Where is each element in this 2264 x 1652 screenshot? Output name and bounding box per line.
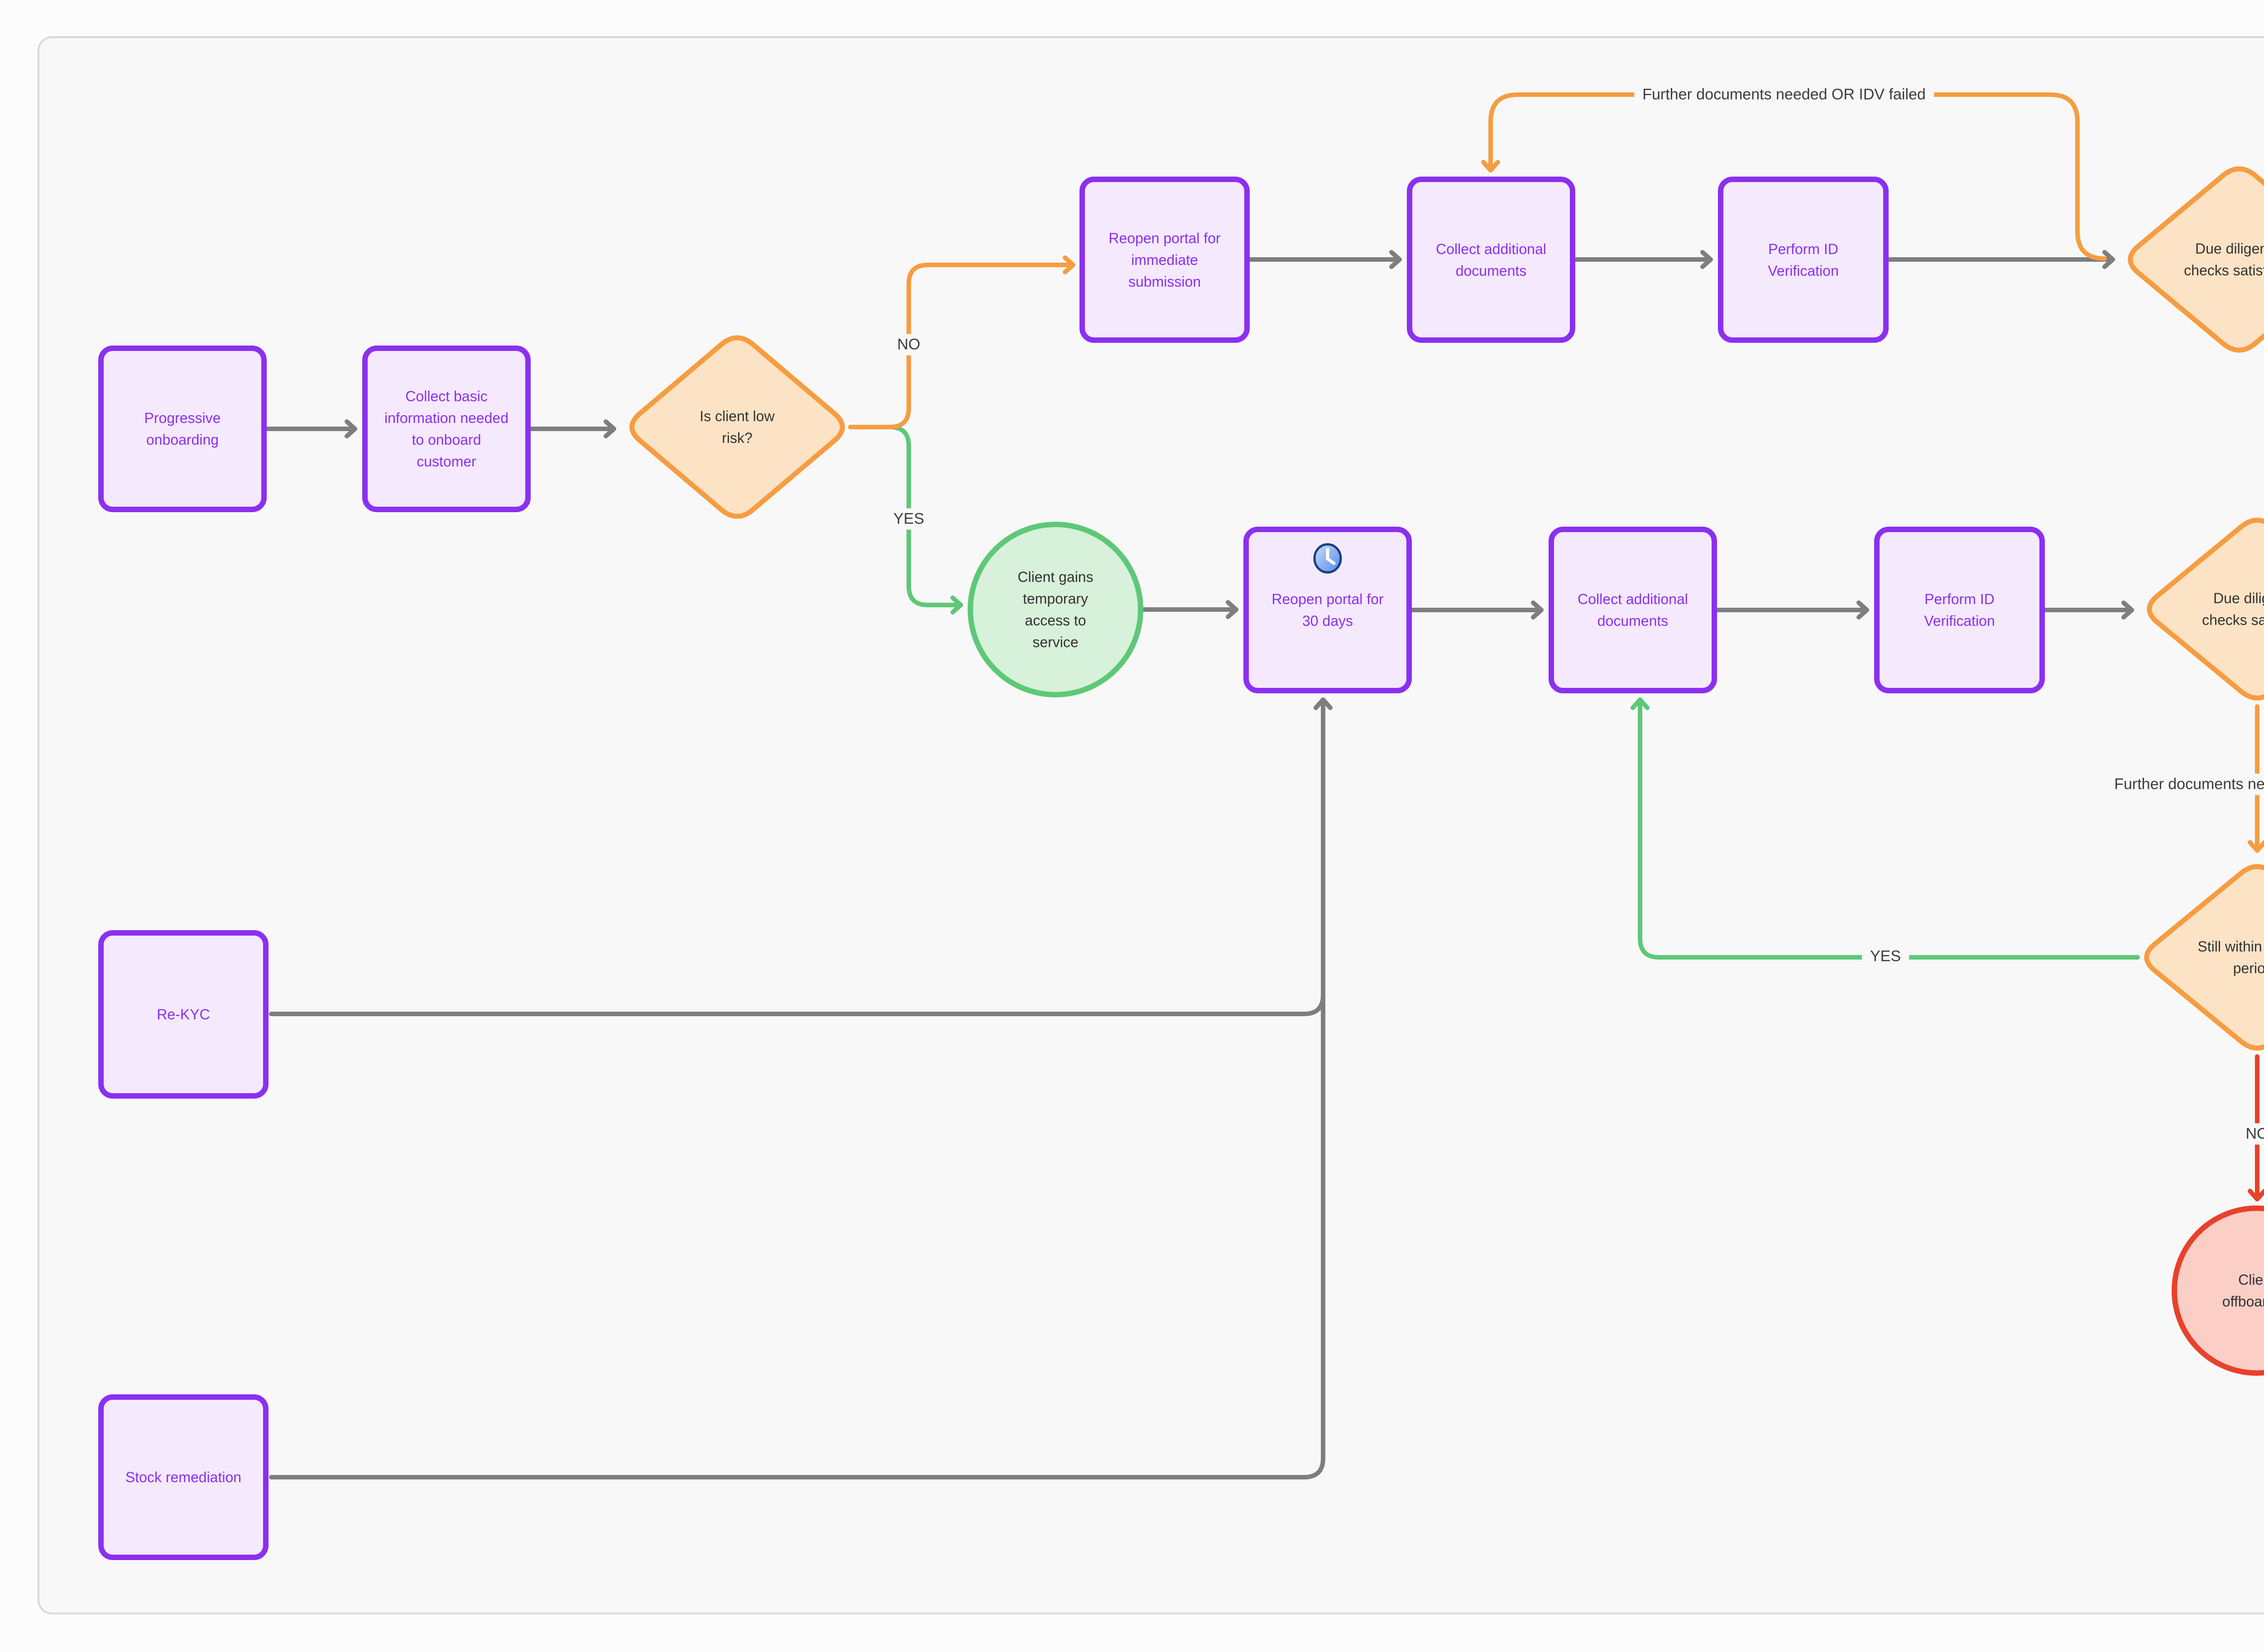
connector-further-docs-top-feedback bbox=[1481, 92, 2107, 261]
node-perform-id-verification-bottom[interactable] bbox=[1874, 527, 2045, 693]
node-still-within-30[interactable] bbox=[2144, 864, 2264, 1051]
connector-re-kyc-to-reopen-30 bbox=[269, 993, 1325, 1016]
node-reopen-portal-immediate[interactable] bbox=[1079, 177, 1250, 343]
node-progressive-onboarding[interactable] bbox=[98, 346, 267, 512]
node-stock-remediation[interactable] bbox=[98, 1394, 269, 1560]
node-due-diligence-bottom[interactable] bbox=[2147, 518, 2264, 701]
node-client-offboarded[interactable] bbox=[2172, 1205, 2264, 1376]
node-collect-additional-docs-bottom[interactable] bbox=[1549, 527, 1717, 693]
connector-yes-within-30-to-collect-bottom bbox=[1631, 697, 2140, 960]
connector-yes-low-risk bbox=[848, 425, 963, 615]
connector-stock-remediation-to-reopen-30 bbox=[269, 697, 1333, 1479]
node-is-client-low-risk[interactable] bbox=[629, 335, 845, 519]
node-due-diligence-top[interactable] bbox=[2128, 166, 2264, 353]
node-reopen-portal-30[interactable] bbox=[1243, 527, 1412, 693]
node-client-gains-temp-access[interactable] bbox=[968, 522, 1143, 697]
node-collect-basic-info[interactable] bbox=[362, 346, 531, 512]
clock-icon bbox=[1313, 543, 1342, 574]
connector-no-low-risk bbox=[848, 255, 1075, 429]
node-perform-id-verification-top[interactable] bbox=[1718, 177, 1889, 343]
node-re-kyc[interactable] bbox=[98, 930, 269, 1099]
node-collect-additional-docs-top[interactable] bbox=[1407, 177, 1575, 343]
